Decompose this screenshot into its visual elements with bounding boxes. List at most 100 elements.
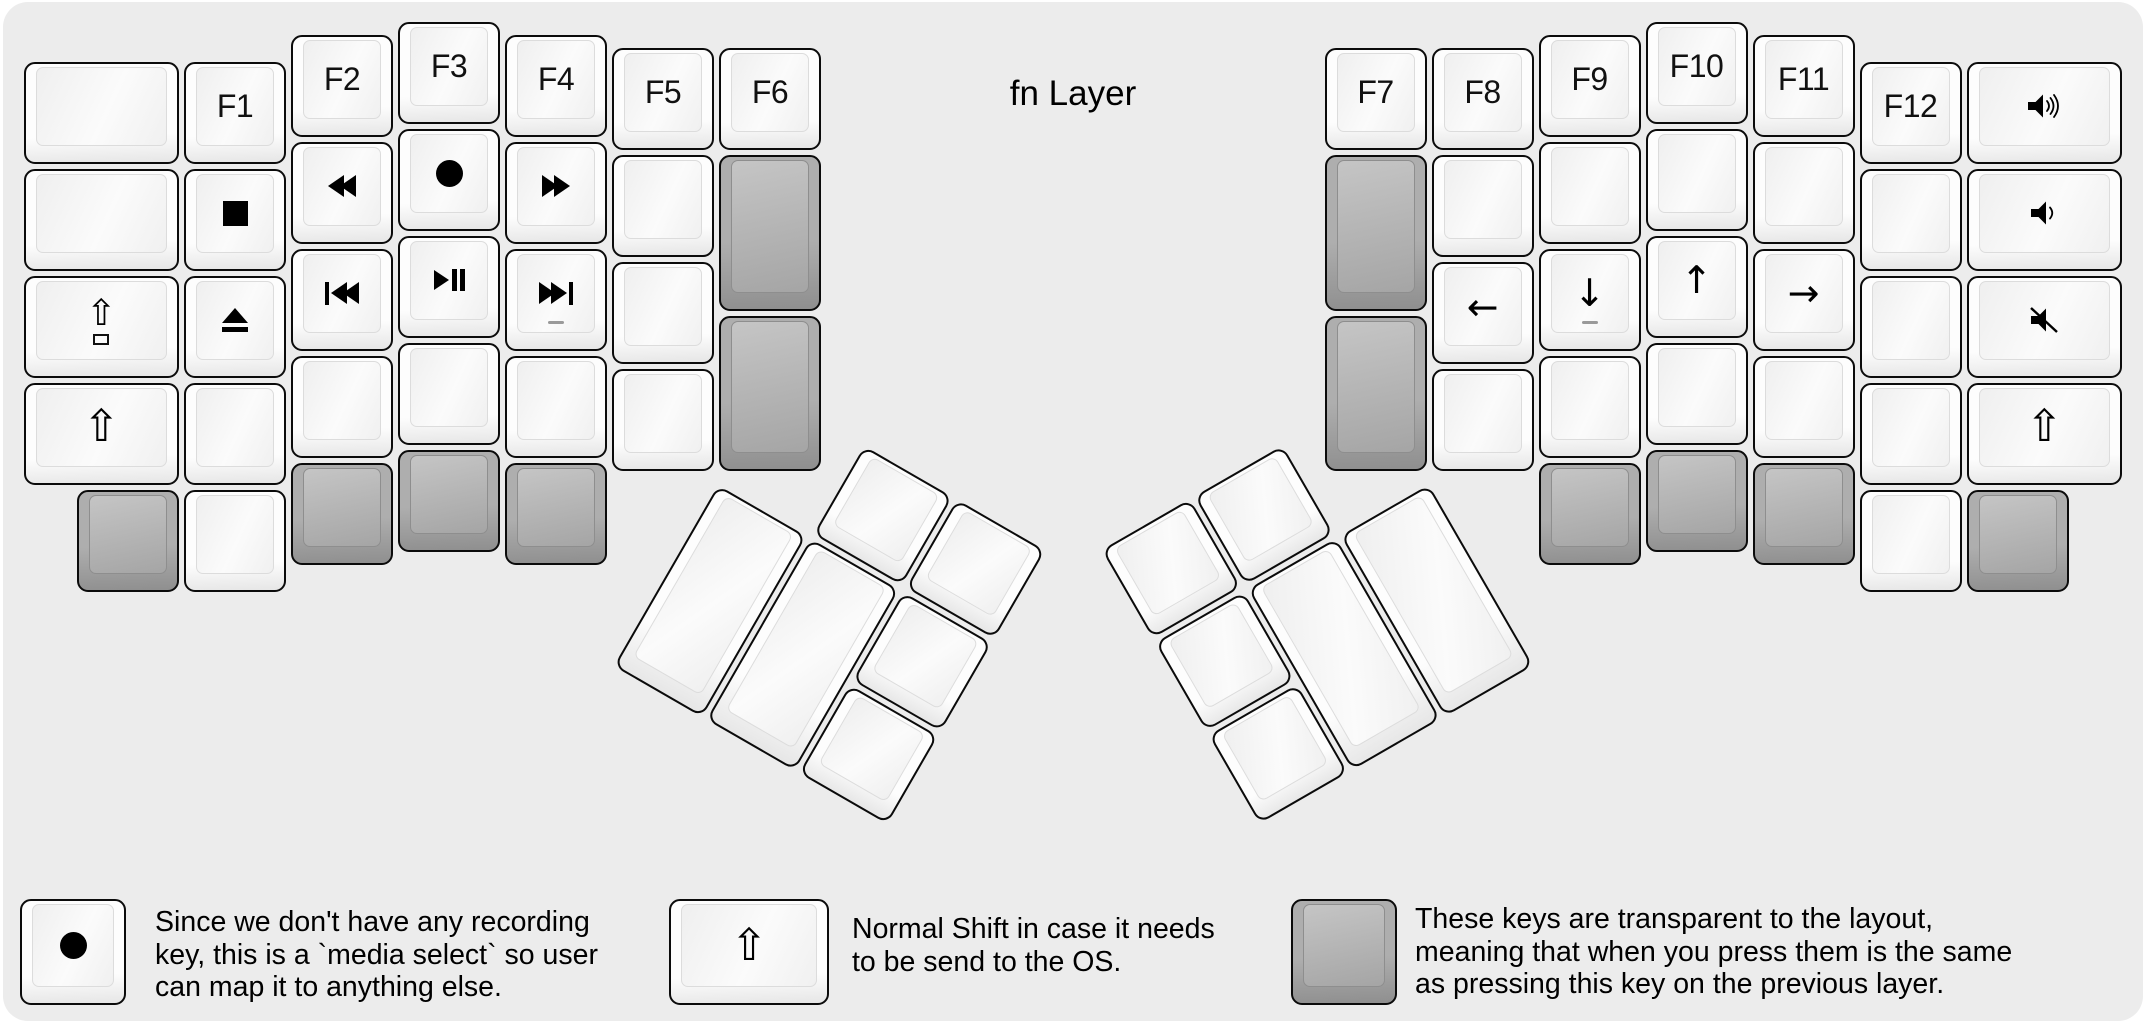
- key-arrow-right[interactable]: →: [1752, 248, 1855, 351]
- key-f8[interactable]: F8: [1431, 48, 1534, 151]
- keycap-surface: [1550, 360, 1629, 440]
- key-f11[interactable]: F11: [1752, 34, 1855, 137]
- key-transparent[interactable]: [505, 462, 607, 565]
- key-label: F1: [216, 87, 254, 124]
- legend-key-transparent: [1291, 899, 1397, 1005]
- keycap-surface: [410, 454, 488, 534]
- key-label: F7: [1357, 74, 1394, 111]
- keycap-surface: [1443, 374, 1522, 454]
- key-blank[interactable]: [505, 355, 607, 458]
- key-transparent[interactable]: [77, 489, 179, 592]
- key-transparent[interactable]: [1645, 449, 1748, 552]
- key-blank[interactable]: [1538, 355, 1641, 458]
- key-shift[interactable]: ⇧: [1966, 382, 2122, 485]
- keycap-surface: [32, 904, 114, 987]
- key-f12[interactable]: F12: [1859, 61, 1962, 164]
- keycap-surface: [624, 267, 702, 347]
- key-fast-forward[interactable]: [505, 141, 607, 244]
- key-volume-down[interactable]: [1966, 168, 2122, 271]
- key-blank[interactable]: [1431, 369, 1534, 472]
- keycap-surface: F3: [410, 26, 488, 106]
- key-transparent[interactable]: [291, 462, 393, 565]
- key-transparent[interactable]: [1966, 489, 2069, 592]
- key-transparent[interactable]: [1752, 462, 1855, 565]
- legend-text-transparent: These keys are transparent to the layout…: [1415, 903, 2013, 1000]
- key-transparent[interactable]: [1538, 462, 1641, 565]
- key-f5[interactable]: F5: [612, 48, 714, 151]
- key-blank[interactable]: [1431, 155, 1534, 258]
- shift-icon: ⇧: [82, 401, 120, 453]
- key-blank[interactable]: [23, 61, 179, 164]
- key-transparent[interactable]: [1324, 155, 1427, 311]
- key-blank[interactable]: [612, 155, 714, 258]
- key-blank[interactable]: [1645, 128, 1748, 231]
- keycap-surface: [1657, 347, 1736, 427]
- key-record[interactable]: [398, 128, 500, 231]
- key-f6[interactable]: F6: [719, 48, 821, 151]
- key-blank[interactable]: [1645, 342, 1748, 445]
- legend-key-shift: ⇧: [669, 899, 829, 1005]
- key-volume-up[interactable]: [1966, 61, 2122, 164]
- key-stop[interactable]: [184, 168, 286, 271]
- key-next-track[interactable]: [505, 248, 607, 351]
- key-blank[interactable]: [1859, 275, 1962, 378]
- key-blank[interactable]: [398, 342, 500, 445]
- key-rewind[interactable]: [291, 141, 393, 244]
- layer-title: fn Layer: [1009, 74, 1137, 113]
- key-blank[interactable]: [291, 355, 393, 458]
- key-arrow-down[interactable]: ↓: [1538, 248, 1641, 351]
- key-shift[interactable]: ⇧: [23, 382, 179, 485]
- key-blank[interactable]: [184, 489, 286, 592]
- key-f3[interactable]: F3: [398, 21, 500, 124]
- shift-icon: ⇧: [730, 919, 768, 971]
- key-blank[interactable]: [612, 369, 714, 472]
- key-label: F6: [751, 74, 789, 111]
- key-f2[interactable]: F2: [291, 34, 393, 137]
- key-blank[interactable]: [612, 262, 714, 365]
- keycap-surface: F10: [1657, 26, 1736, 106]
- key-label: F9: [1571, 60, 1608, 97]
- key-blank[interactable]: [1859, 489, 1962, 592]
- key-blank[interactable]: [1859, 382, 1962, 485]
- key-f10[interactable]: F10: [1645, 21, 1748, 124]
- key-mute[interactable]: [1966, 275, 2122, 378]
- key-blank[interactable]: [1752, 355, 1855, 458]
- key-f4[interactable]: F4: [505, 34, 607, 137]
- key-caps-shift[interactable]: ⇧: [23, 275, 179, 378]
- key-transparent[interactable]: [1324, 315, 1427, 472]
- key-f1[interactable]: F1: [184, 61, 286, 164]
- keycap-surface: [303, 467, 381, 547]
- record-icon: [435, 159, 463, 187]
- keycap-surface: ↑: [1657, 240, 1736, 320]
- key-transparent[interactable]: [398, 449, 500, 552]
- key-blank[interactable]: [1538, 141, 1641, 244]
- eject-icon: [222, 308, 248, 333]
- keycap-surface: [1550, 467, 1629, 547]
- keycap-surface: [1978, 280, 2110, 360]
- play-pause-icon: [433, 269, 465, 291]
- key-blank[interactable]: [1859, 168, 1962, 271]
- key-previous-track[interactable]: [291, 248, 393, 351]
- key-blank[interactable]: [1752, 141, 1855, 244]
- key-play-pause[interactable]: [398, 235, 500, 338]
- key-blank[interactable]: [184, 382, 286, 485]
- key-f7[interactable]: F7: [1324, 48, 1427, 151]
- key-arrow-left[interactable]: ←: [1431, 262, 1534, 365]
- keycap-surface: [1978, 66, 2110, 146]
- key-blank[interactable]: [23, 168, 179, 271]
- keycap-surface: [303, 253, 381, 333]
- key-label: F3: [430, 47, 468, 84]
- key-arrow-up[interactable]: ↑: [1645, 235, 1748, 338]
- key-transparent[interactable]: [719, 155, 821, 311]
- keycap-surface: F9: [1550, 39, 1629, 119]
- keycap-surface: [1336, 160, 1415, 293]
- keycap-surface: F4: [517, 39, 595, 119]
- key-label: F5: [644, 74, 682, 111]
- legend-text-shift: Normal Shift in case it needs to be send…: [852, 913, 1215, 978]
- key-label: F12: [1883, 87, 1938, 124]
- key-eject[interactable]: [184, 275, 286, 378]
- key-f9[interactable]: F9: [1538, 34, 1641, 137]
- key-transparent[interactable]: [719, 315, 821, 472]
- previous-track-icon: [325, 281, 359, 305]
- legend-key-media-select: [20, 899, 126, 1005]
